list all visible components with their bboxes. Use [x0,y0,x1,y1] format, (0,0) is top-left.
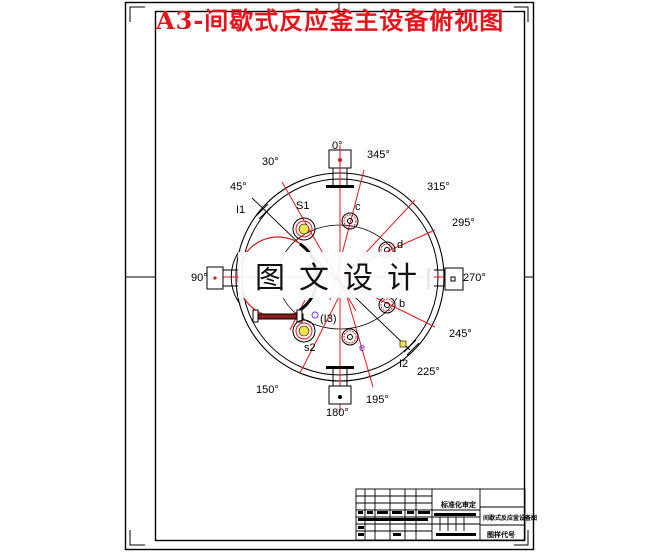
angle-label-45: 45° [230,181,247,193]
watermark-char: 设 [343,261,373,296]
watermark-char: 文 [299,261,329,296]
nozzle-label-b: b [399,298,406,310]
nozzle-label-d: d [397,239,404,251]
nozzle-label-s2: s2 [304,342,316,354]
nozzle-label-s1: S1 [296,200,310,212]
angle-label-90: 90° [191,272,208,284]
outer-frame [124,1,535,551]
watermark-char: 计 [387,261,417,296]
inner-frame [154,10,526,542]
angle-label-150: 150° [256,384,279,396]
angle-label-30: 30° [262,156,279,168]
angle-label-270: 270° [463,272,486,284]
angle-label-0: 0° [332,140,343,152]
watermark: 图 文 设 计 [238,252,434,298]
nozzle-label-i1: I1 [236,204,246,216]
watermark-char: 图 [255,261,285,296]
angle-label-295: 295° [452,217,475,229]
title-block [355,488,526,541]
title-block-drawing-number: 图样代号 [487,531,515,539]
angle-label-180: 180° [326,407,349,419]
angle-label-245: 245° [449,328,472,340]
angle-label-195: 195° [366,394,389,406]
nozzle-label-e: e [359,342,366,354]
title-block-drawing-name: 间歇式反应釜设备图 [483,515,538,522]
nozzle-label-i2: I2 [399,358,409,370]
angle-label-345: 345° [367,149,390,161]
nozzle-label-c: c [355,201,361,213]
angle-label-315: 315° [427,181,450,193]
nozzle-label-i3: (I3) [320,313,337,325]
angle-label-225: 225° [417,366,440,378]
drawing-title: A3-间歇式反应釜主设备俯视图 [156,6,505,35]
title-block-approval: 标准化审定 [441,501,476,509]
